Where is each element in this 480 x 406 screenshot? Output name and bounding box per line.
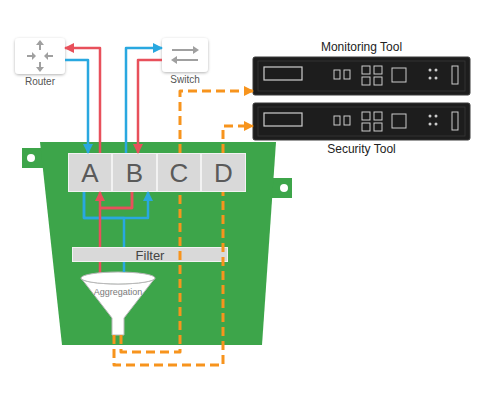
filter-bar: Filter — [72, 247, 228, 262]
tool-node: Security Tool — [253, 103, 470, 140]
appliance-body — [253, 103, 470, 140]
appliance-led — [429, 115, 432, 118]
board-tab — [272, 178, 292, 198]
switch-symbol-heads — [171, 46, 199, 64]
appliance-switch — [452, 112, 458, 130]
appliance-port — [344, 116, 350, 125]
rack-appliance — [253, 57, 470, 95]
router-symbol-heads — [32, 40, 48, 72]
traffic-link — [84, 192, 124, 247]
mirror-link — [114, 192, 223, 365]
mount-hole — [27, 154, 35, 162]
tap-port: B — [112, 153, 157, 192]
board-tab — [22, 148, 44, 168]
appliance-port — [334, 70, 340, 79]
traffic-link — [65, 48, 100, 153]
appliance-port — [362, 112, 370, 120]
traffic-link — [65, 60, 88, 153]
router-node: Router — [15, 38, 65, 74]
appliance-port — [374, 77, 382, 85]
appliance-body — [253, 57, 470, 95]
appliance-port — [362, 66, 370, 74]
appliance-led — [435, 77, 438, 80]
funnel-outline — [80, 272, 156, 335]
node-label: Switch — [170, 75, 199, 85]
appliance-port — [374, 123, 382, 131]
tap-board — [40, 142, 276, 345]
traffic-link — [100, 192, 132, 208]
traffic-link — [84, 192, 148, 218]
appliance-led — [429, 77, 432, 80]
node-label: D — [214, 160, 233, 186]
mirror-link — [180, 91, 253, 153]
appliance-port — [362, 123, 370, 131]
traffic-link — [138, 60, 162, 153]
node-label: Router — [25, 77, 55, 87]
tap-port: C — [157, 153, 201, 192]
appliance-led — [429, 123, 432, 126]
funnel-rim — [81, 272, 155, 284]
appliance-port — [334, 116, 340, 125]
aggregation-funnel: Aggregation — [80, 272, 156, 335]
node-label: Monitoring Tool — [321, 41, 402, 53]
appliance-port — [344, 70, 350, 79]
node-label: Aggregation — [94, 288, 143, 297]
funnel-body — [81, 278, 155, 335]
mirror-link — [121, 192, 180, 352]
appliance-display — [264, 113, 302, 126]
traffic-link — [100, 192, 132, 247]
tool-node: Monitoring Tool — [253, 57, 470, 95]
mirror-link — [223, 126, 253, 153]
router-symbol — [27, 44, 53, 68]
tap-port: A — [68, 153, 112, 192]
appliance-port — [392, 114, 406, 128]
appliance-led — [435, 69, 438, 72]
node-label: A — [81, 160, 98, 186]
appliance-led — [429, 69, 432, 72]
appliance-panel — [258, 61, 465, 91]
rack-appliance — [253, 103, 470, 140]
appliance-display — [264, 67, 302, 80]
switch-icon — [162, 38, 208, 72]
tap-port: D — [201, 153, 246, 192]
switch-node: Switch — [162, 38, 208, 72]
appliance-port — [362, 77, 370, 85]
appliance-led — [435, 115, 438, 118]
appliance-port — [374, 66, 382, 74]
appliance-panel — [258, 107, 465, 136]
node-label: Filter — [136, 248, 165, 261]
appliance-port — [374, 112, 382, 120]
mount-hole — [280, 184, 288, 192]
traffic-link — [126, 48, 162, 153]
node-label: B — [126, 160, 143, 186]
node-label: C — [170, 160, 189, 186]
appliance-port — [392, 68, 406, 82]
node-label: Security Tool — [327, 143, 395, 155]
traffic-link — [123, 262, 126, 272]
appliance-led — [435, 123, 438, 126]
appliance-switch — [452, 66, 458, 84]
router-icon — [15, 38, 65, 74]
